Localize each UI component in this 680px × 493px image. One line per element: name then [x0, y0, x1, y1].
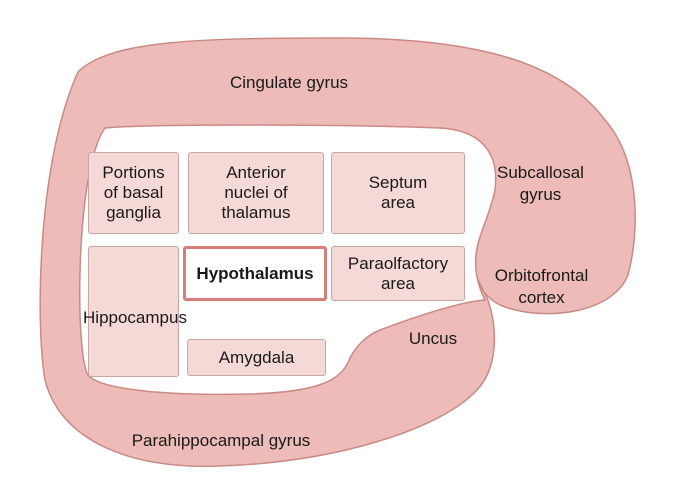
- box-septum-text: Septum area: [368, 173, 428, 212]
- box-paraolfactory-text: Paraolfactory area: [347, 253, 449, 293]
- label-subcallosal-gyrus: Subcallosal gyrus: [497, 163, 584, 204]
- box-septum-area: Septum area: [331, 152, 465, 234]
- box-anterior-nuclei-thalamus: Anterior nuclei of thalamus: [188, 152, 324, 234]
- box-amygdala-text: Amygdala: [218, 347, 295, 367]
- box-amygdala: Amygdala: [187, 339, 326, 376]
- box-basal-ganglia: Portions of basal ganglia: [88, 152, 179, 234]
- label-hippocampus: Hippocampus: [83, 308, 187, 327]
- box-hypothalamus-text: Hypothalamus: [196, 263, 314, 283]
- box-basal-ganglia-text: Portions of basal ganglia: [102, 163, 165, 222]
- box-paraolfactory-area: Paraolfactory area: [331, 246, 465, 301]
- box-hypothalamus: Hypothalamus: [183, 246, 327, 301]
- box-anterior-nuclei-text: Anterior nuclei of thalamus: [221, 163, 291, 222]
- label-uncus: Uncus: [408, 329, 458, 348]
- label-cingulate-gyrus: Cingulate gyrus: [229, 73, 349, 92]
- outer-limbic-ring: [39, 37, 636, 468]
- label-orbitofrontal-cortex: Orbitofrontal cortex: [494, 266, 589, 307]
- box-hippocampus: [88, 246, 179, 377]
- label-parahippocampal-gyrus: Parahippocampal gyrus: [131, 431, 311, 450]
